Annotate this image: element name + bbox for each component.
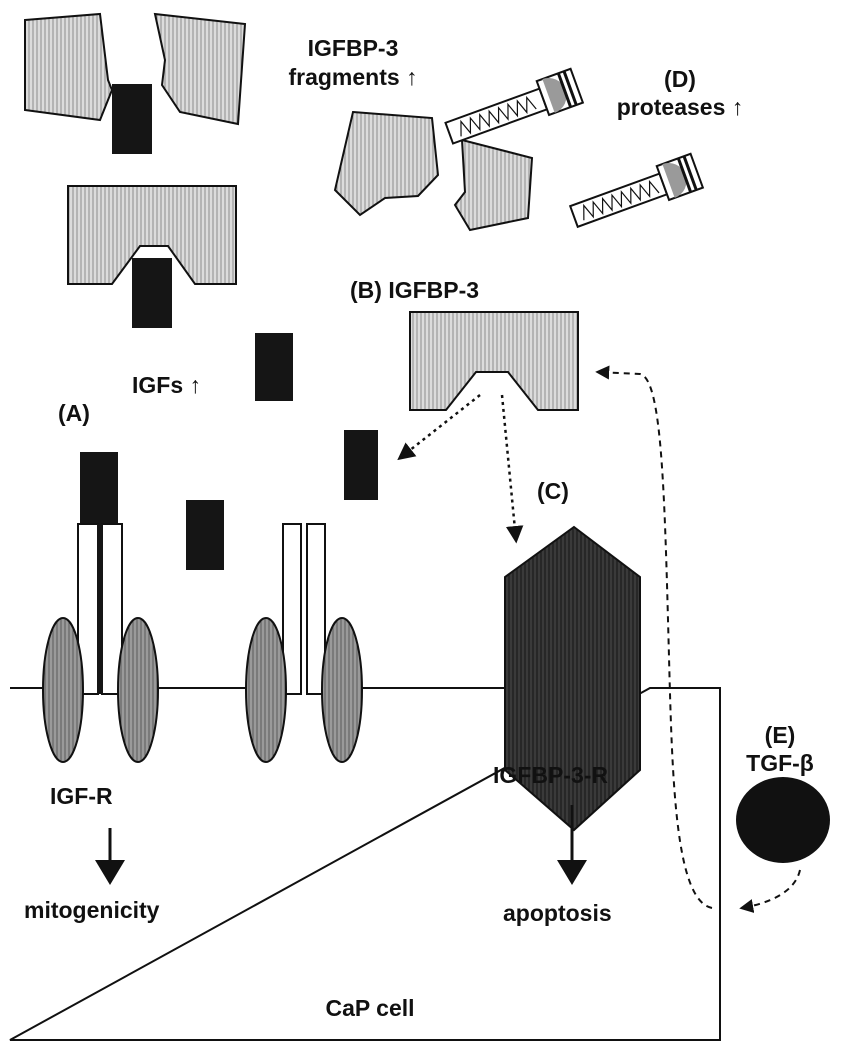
label-igfbp3-fragments-1: IGFBP-3 (307, 35, 399, 61)
label-a-letter: (A) (58, 400, 90, 426)
igf-r2-alpha-right (306, 523, 326, 695)
igf-block-free-2 (344, 430, 378, 500)
arrow-tgf-to-cell (739, 869, 801, 913)
protease-1 (444, 67, 585, 145)
protease-2 (568, 152, 705, 229)
label-igfbp3-r: IGFBP-3-R (493, 762, 608, 788)
igf-r2-tm-left (245, 617, 287, 763)
igf-block-free-3 (186, 500, 224, 570)
igfbp3-free (409, 311, 579, 411)
igf-r2-alpha-left (282, 523, 302, 695)
igf-r-tm-left (42, 617, 84, 763)
igfbp3-intact-with-igf (67, 185, 237, 285)
arrowhead-apoptosis (557, 860, 587, 885)
label-b-igfbp3: (B) IGFBP-3 (350, 277, 480, 303)
igf-block-free-1 (255, 333, 293, 401)
tgf-beta-ball (736, 777, 830, 863)
igf-r-link (97, 524, 103, 694)
label-igf-r: IGF-R (50, 783, 113, 809)
label-apoptosis: apoptosis (503, 900, 612, 926)
label-e-letter: (E) (764, 722, 796, 748)
label-mitogenicity: mitogenicity (24, 897, 160, 923)
arrowhead-mitogenicity (95, 860, 125, 885)
label-c-letter: (C) (537, 478, 569, 504)
label-igfbp3-fragments-2: fragments ↑ (288, 64, 418, 90)
label-proteases: proteases ↑ (616, 94, 744, 120)
label-igfs: IGFs ↑ (132, 372, 202, 398)
igfbp3-fragment-mid-right (453, 138, 534, 232)
igfbp3-fragment-left (24, 12, 114, 122)
igfbp3-receptor (504, 525, 641, 832)
igfbp3-fragment-mid-left (333, 110, 440, 217)
arrow-tgf-loop (595, 365, 713, 909)
igf-r-tm-right (117, 617, 159, 763)
arrow-igfbp3-to-igf (397, 394, 481, 461)
label-tgf-beta: TGF-β (746, 750, 814, 776)
igf-block-top (112, 84, 152, 154)
igfbp3-fragment-right (153, 12, 247, 126)
label-d-letter: (D) (664, 66, 696, 92)
igf-block-receptor-bound (80, 452, 118, 524)
arrow-igfbp3-to-receptor (500, 394, 524, 544)
label-cap-cell: CaP cell (325, 995, 415, 1021)
igf-block-bound (132, 258, 172, 328)
igf-r2-tm-right (321, 617, 363, 763)
